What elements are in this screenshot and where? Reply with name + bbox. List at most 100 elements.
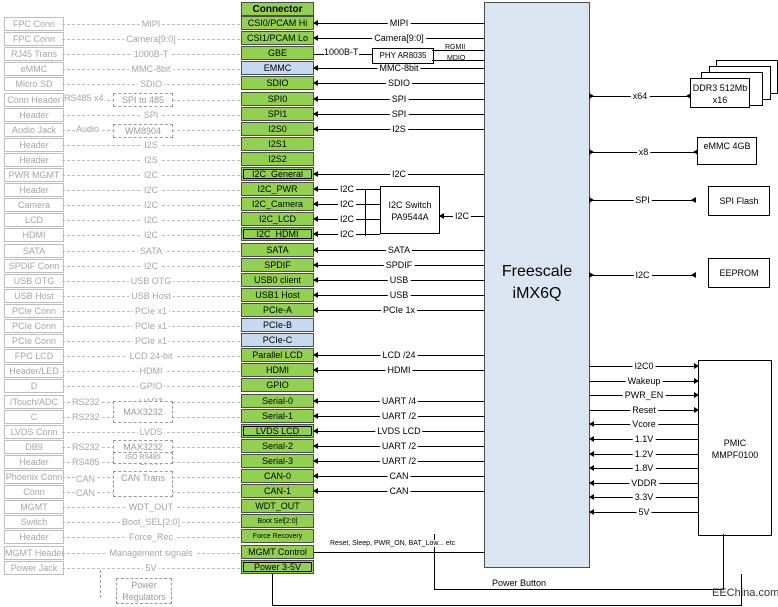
power-button-label: Power Button [492, 578, 547, 588]
signal-lcd: LCD /24 [313, 348, 484, 363]
ext-connector: PCIe Conn [4, 303, 64, 318]
left-signal: WDT_OUT [62, 500, 240, 514]
left-signal: USB OTG [62, 274, 240, 288]
can-trans-chip: CAN Trans [113, 471, 173, 497]
i2c-switch-tap-line [365, 190, 381, 236]
can-label-b: CAN [76, 488, 96, 498]
left-signal-label: MMC-8bit [129, 64, 173, 75]
rs485-label-b: RS485 [72, 457, 100, 467]
connector-row: I2S2 [241, 151, 314, 166]
connector-row: CSI1/PCAM Lo [241, 31, 314, 46]
ext-connector: Audio Jack [4, 122, 64, 137]
ext-connector: DB9 [4, 439, 64, 454]
ext-connector: USB OTG [4, 273, 64, 288]
signal-label: I2C [337, 227, 357, 242]
ext-connector: Camera [4, 198, 64, 213]
left-signal: SDIO [62, 77, 240, 91]
connector-row: Serial-3 [241, 453, 314, 468]
emmc-bus: x8 [589, 145, 698, 159]
connector-row: EMMC [241, 61, 314, 76]
left-signal: Boot_SEL[2:0] [62, 515, 240, 529]
left-signal: I2S [62, 138, 240, 152]
pmic-signal: Wakeup [590, 373, 699, 388]
cpu-freescale-imx6q: Freescale iMX6Q [484, 2, 590, 568]
pmic-signal: 3.3V [589, 490, 698, 505]
pmic-signal: 5V [589, 505, 698, 519]
left-signal: PCIe x1 [62, 319, 240, 333]
signal-label: UART /2 [379, 453, 419, 468]
i2c-switch-label: I2C Switch PA9544A [388, 200, 432, 222]
connector-row: CAN-0 [241, 469, 314, 483]
signal-label: HDMI [385, 363, 413, 378]
watermark: EEChina.com [712, 587, 778, 599]
pmic-signal: VDDR [589, 475, 698, 490]
left-signal-label: I2C [141, 170, 160, 180]
signal-can1: CAN [313, 484, 484, 499]
ext-connector: Header [4, 530, 64, 545]
pmic-signal: Vcore [589, 417, 698, 432]
left-signal-label: USB Host [129, 290, 173, 301]
pmic-signal-label: 3.3V [632, 490, 656, 505]
signal-label: UART /2 [379, 408, 419, 423]
pmic-signal: 1.1V [589, 432, 698, 446]
left-signal: I2C [62, 259, 240, 273]
left-signal-label: HDMI [137, 366, 165, 377]
left-signal: USB Host [62, 289, 240, 303]
signal-label: SPI [389, 106, 409, 121]
connector-row: I2C_LCD [241, 212, 314, 227]
connector-row: HDMI [241, 363, 314, 378]
ext-connector: Phoenix Conn [4, 470, 64, 484]
signal-label: MMC-8bit [377, 61, 421, 76]
ext-connector: Conn Header [4, 92, 64, 107]
ext-connector: PCIe Conn [4, 334, 64, 349]
left-signal: Management signals [62, 546, 240, 560]
phy-ar8035-box: PHY AR8035 [372, 48, 434, 64]
left-signal-label: GPIO [137, 381, 165, 392]
ext-connector: USB Host [4, 288, 64, 303]
connector-row: MGMT Control [241, 544, 314, 559]
connector-row: SPDIF [241, 257, 314, 272]
ext-connector: C [4, 409, 64, 424]
ext-connector: Micro SD [4, 77, 64, 92]
signal-hdmi: HDMI [313, 363, 484, 378]
left-signal: LVDS [62, 425, 240, 439]
pmic-signal: Reset [590, 402, 699, 417]
signal-spi0: SPI [313, 91, 484, 106]
ext-connector: FPC Conn [4, 17, 64, 31]
left-signal: PCIe x1 [62, 334, 240, 348]
ext-connector: Header [4, 137, 64, 152]
signal-pcie: PCIe 1x [313, 302, 484, 317]
connector-row: PCIe-A [241, 302, 314, 317]
ext-connector: FPC LCD [4, 349, 64, 364]
signal-label: LVDS LCD [375, 423, 423, 438]
signal-serial1: UART /2 [313, 408, 484, 423]
connector-row: PCIe-C [241, 333, 314, 348]
power-button-line [434, 534, 724, 590]
left-signal-label: PCIe x1 [132, 336, 169, 347]
signal-sata: SATA [313, 242, 484, 257]
left-signal-label: 5V [143, 562, 159, 573]
spi-flash-bus: SPI [589, 193, 696, 207]
ext-connector: D [4, 379, 64, 394]
signal-label: CAN [387, 469, 411, 483]
left-signal-label: I2C [141, 215, 160, 226]
signal-label: SPDIF [383, 257, 415, 272]
iso-rs485-chip: ISO RS485 [113, 452, 173, 464]
signal-spdif: SPDIF [313, 257, 484, 272]
connector-row: Parallel LCD [241, 348, 314, 363]
connector-row: GPIO [241, 378, 314, 393]
ext-connector: FPC Conn [4, 32, 64, 47]
connector-row: Serial-0 [241, 393, 314, 408]
spi-to-485-chip: SPI to 485 [113, 93, 173, 107]
left-signal-label: USB OTG [128, 275, 174, 286]
connector-row: Serial-2 [241, 438, 314, 453]
left-signal: PCIe x1 [62, 304, 240, 318]
signal-i2c-hdmi: I2C [313, 227, 380, 242]
signal-label: MIPI [387, 16, 411, 30]
connector-row: I2C_PWR [241, 182, 314, 197]
signal-label: LCD /24 [380, 348, 418, 363]
mgmt-signal-label: Reset, Sleep, PWR_ON, BAT_Low... etc [330, 540, 456, 547]
left-signal-label: PCIe x1 [132, 305, 169, 316]
left-signal-label: SPI [141, 109, 161, 120]
left-signal-label: LVDS [137, 426, 165, 437]
